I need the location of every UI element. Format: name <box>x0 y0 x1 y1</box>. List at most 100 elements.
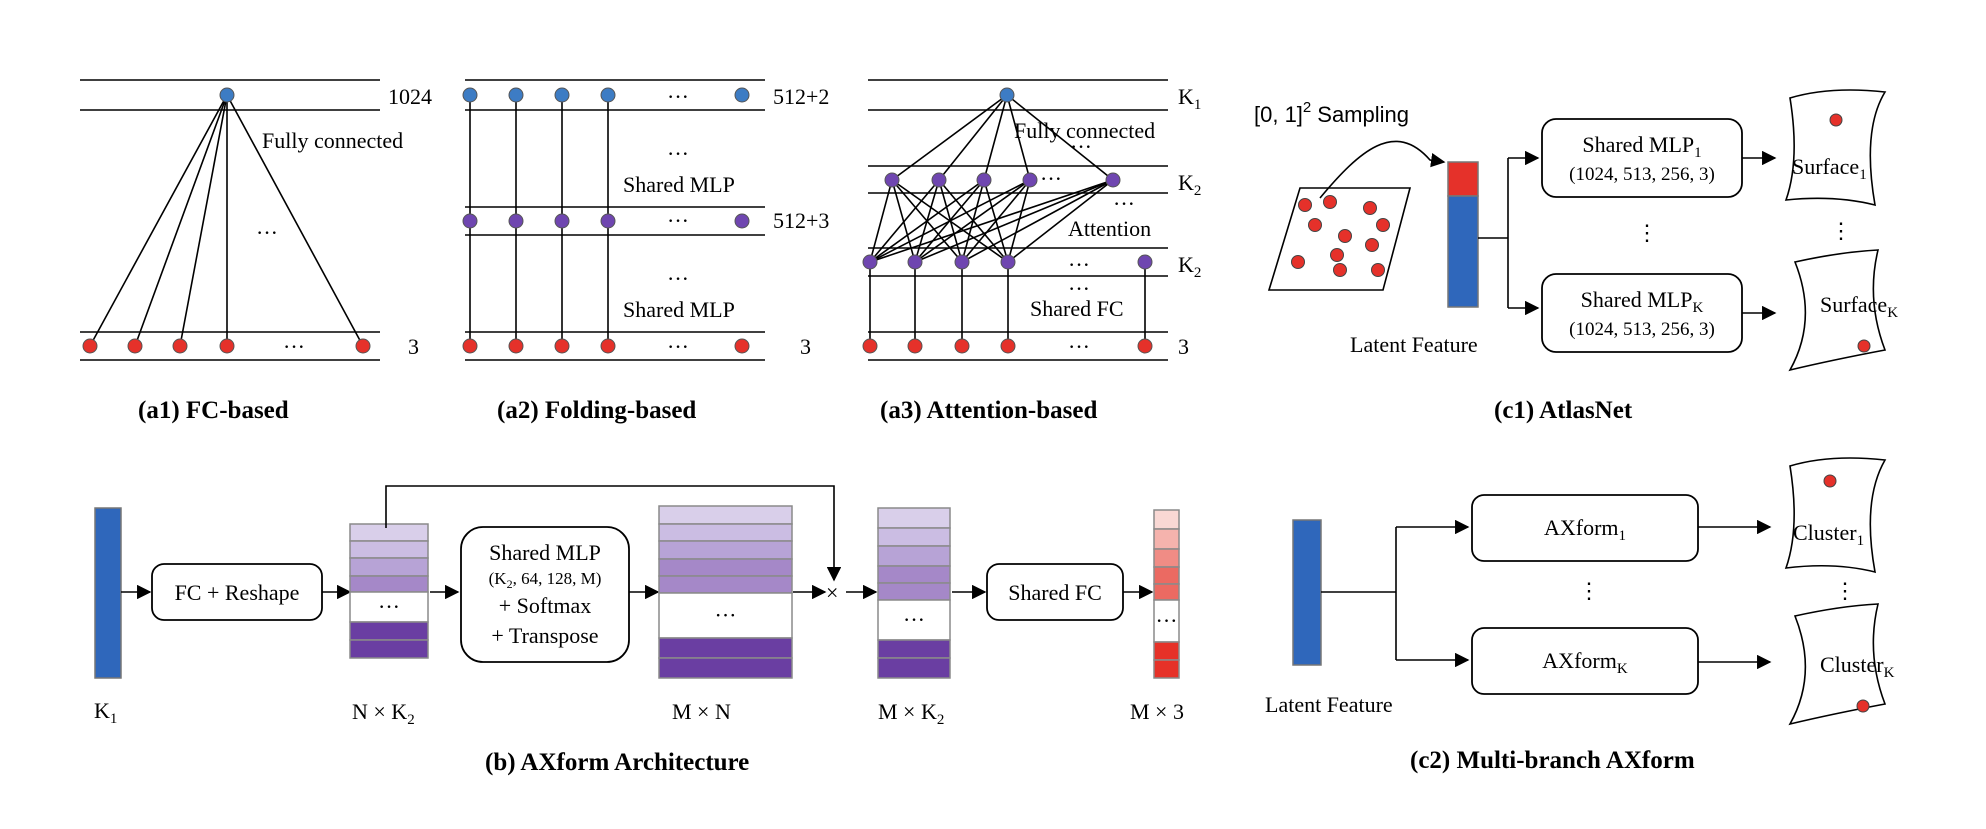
neuron-node <box>600 338 616 354</box>
neuron-node <box>127 338 143 354</box>
surface-k-label: SurfaceK <box>1820 292 1898 321</box>
latent-feature-bar <box>1292 519 1322 666</box>
sample-point <box>1330 248 1344 262</box>
ellipsis: ··· <box>667 208 689 233</box>
shared-mlp-k-box <box>1541 273 1743 353</box>
neuron-node <box>554 87 570 103</box>
layer-size-label: K2 <box>1178 170 1201 199</box>
neuron-node <box>1137 338 1153 354</box>
surface-1-shape <box>1784 89 1887 207</box>
shared-mlp-k-label: Shared MLPK <box>1581 287 1704 316</box>
block-label: Shared MLP <box>623 297 735 322</box>
edge-line <box>938 94 1008 181</box>
layer-size-label: 512+2 <box>773 84 829 109</box>
edge-line <box>869 179 985 263</box>
latent-feature-label: Latent Feature <box>1350 332 1478 357</box>
multiply-symbol: × <box>826 580 838 605</box>
mn-row-cell <box>658 637 793 659</box>
edge-label: Fully connected <box>262 128 403 153</box>
sample-point <box>1338 229 1352 243</box>
ellipsis: ··· <box>283 334 305 359</box>
k1-label: K1 <box>94 698 117 727</box>
ellipsis: ··· <box>1068 252 1090 277</box>
edge-line <box>983 94 1008 181</box>
a2-nodes <box>462 87 750 354</box>
m3-row-cell <box>1153 583 1180 601</box>
vdots: ⋮ <box>1830 218 1852 243</box>
layer-size-label: 512+3 <box>773 208 829 233</box>
vdots: ⋮ <box>1834 578 1856 603</box>
surface-point <box>1829 113 1843 127</box>
neuron-node <box>554 338 570 354</box>
block-label: Shared FC <box>1030 296 1124 321</box>
nk2-row-cell <box>349 540 429 559</box>
surface-k-shape <box>1788 249 1887 372</box>
neuron-node <box>976 172 992 188</box>
axform-1-label: AXform1 <box>1544 515 1626 544</box>
n-by-k2-feature-stack: ··· <box>349 523 429 659</box>
edge-line <box>891 94 1008 181</box>
m3-row-cell <box>1153 566 1180 585</box>
edge-line <box>1006 94 1114 181</box>
surface-1-label: Surface1 <box>1792 154 1867 183</box>
a1-nodes <box>82 87 371 354</box>
panel-a2-folding-based: 512+2 512+3 3 Shared MLP Shared MLP ··· … <box>462 79 829 424</box>
neuron-node <box>862 338 878 354</box>
ellipsis: ··· <box>1068 334 1090 359</box>
mk2-row-cell <box>877 507 951 529</box>
attention-edges <box>869 94 1146 346</box>
neuron-node <box>1105 172 1121 188</box>
sample-arrow <box>1319 140 1446 199</box>
ellipsis: ··· <box>1068 276 1090 301</box>
axform-1-box <box>1471 494 1699 562</box>
mk2-row-cell <box>877 582 951 601</box>
m3-row-cell <box>1153 548 1180 568</box>
panel-caption: (b) AXform Architecture <box>485 749 749 776</box>
ellipsis: ··· <box>1040 166 1062 191</box>
nk2-row-cell <box>349 557 429 577</box>
neuron-node <box>462 87 478 103</box>
edge-line <box>1007 179 1114 263</box>
neuron-node <box>219 87 235 103</box>
neuron-node <box>907 338 923 354</box>
m-by-n-attention-stack: ··· <box>658 505 793 679</box>
neuron-node <box>954 254 970 270</box>
surface-point <box>1857 339 1871 353</box>
edge-line <box>914 179 1031 263</box>
latent-k1-bar <box>94 507 122 679</box>
axform-k-label: AXformK <box>1542 648 1628 677</box>
panel-c2-multi-branch-axform: Latent Feature AXform1 AXformK ⋮ Cluster… <box>1265 457 1895 774</box>
mn-row-cell <box>658 540 793 560</box>
m-by-3-output-stack: ··· <box>1153 509 1180 679</box>
mk2-row-cell <box>877 599 951 641</box>
mn-row-cell <box>658 657 793 679</box>
panel-caption: (c2) Multi-branch AXform <box>1410 747 1695 774</box>
ellipsis: ··· <box>667 84 689 109</box>
mk2-row-cell <box>877 527 951 547</box>
shared-mlp-k-dims: (1024, 513, 256, 3) <box>1569 319 1715 340</box>
m3-row-cell <box>1153 641 1180 661</box>
panel-a1-fc-based: 1024 3 Fully connected ··· ··· (a1) FC-b… <box>80 79 432 424</box>
nk2-row-cell <box>349 523 429 542</box>
vdots: ⋮ <box>1578 578 1600 603</box>
ellipsis: ··· <box>667 334 689 359</box>
mk2-row-cell <box>877 565 951 584</box>
layer-size-label: K2 <box>1178 252 1201 281</box>
skip-connection-arrow <box>385 485 842 582</box>
edge-line <box>226 94 364 347</box>
sample-point <box>1323 195 1337 209</box>
nk2-label: N × K2 <box>352 699 415 728</box>
ellipsis: ··· <box>1113 191 1135 216</box>
latent-feature-label: Latent Feature <box>1265 692 1393 717</box>
cluster-point <box>1856 699 1870 713</box>
edge-label: Attention <box>1068 216 1151 241</box>
neuron-node <box>862 254 878 270</box>
neuron-node <box>172 338 188 354</box>
neuron-node <box>600 213 616 229</box>
sampling-plane <box>1267 187 1412 291</box>
neuron-node <box>954 338 970 354</box>
sample-point <box>1365 238 1379 252</box>
